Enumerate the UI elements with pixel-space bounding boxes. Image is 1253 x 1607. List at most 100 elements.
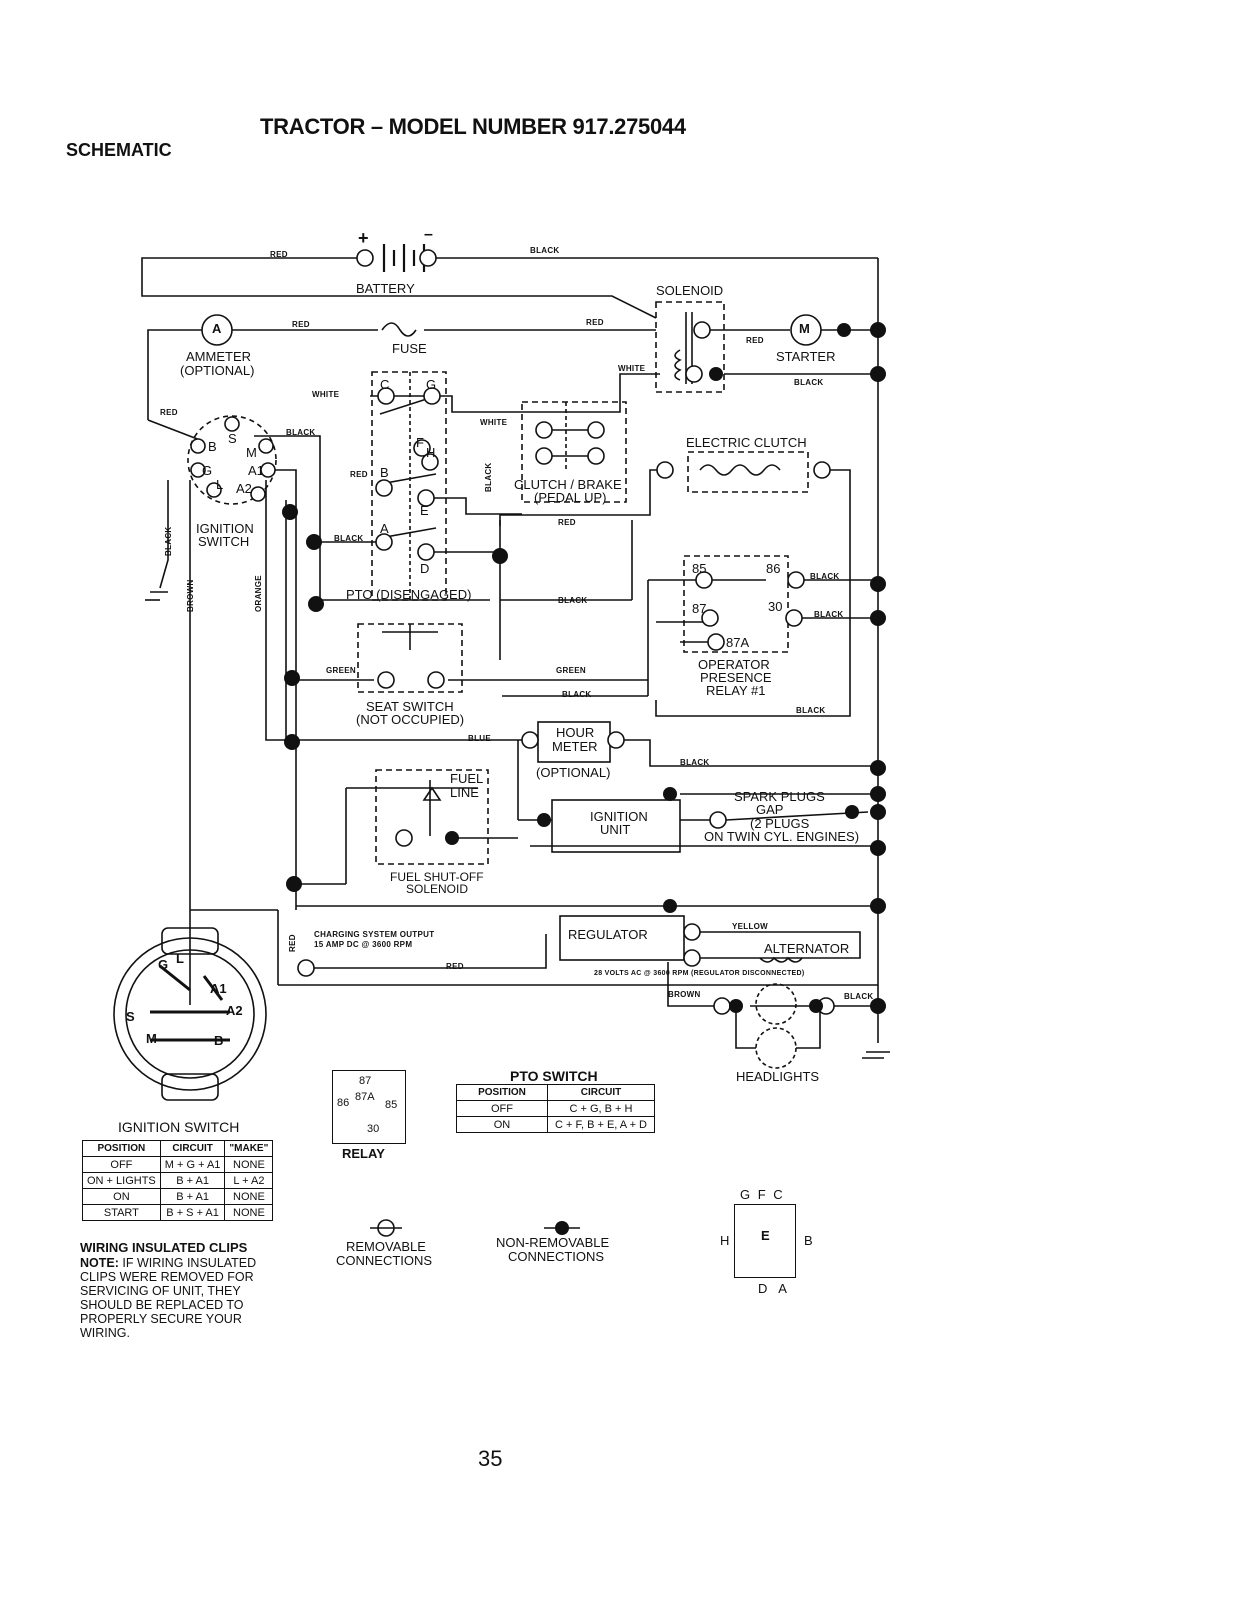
legend-removable-2: CONNECTIONS (336, 1253, 433, 1268)
ignition-switch-label-2: SWITCH (198, 534, 250, 549)
ign-diagram-s: S (126, 1009, 135, 1024)
electric-clutch-label: ELECTRIC CLUTCH (686, 435, 807, 450)
table-cell: M + G + A1 (159, 1156, 226, 1173)
table-header: CIRCUIT (547, 1084, 655, 1101)
wire-label-brown: BROWN (668, 990, 701, 999)
pto-terminal-b: B (380, 465, 389, 480)
table-cell: C + F, B + E, A + D (547, 1116, 655, 1133)
wire-label-black: BLACK (562, 690, 592, 699)
relay-pin-86: 86 (337, 1097, 350, 1109)
table-row: START B + S + A1 NONE (82, 1204, 274, 1221)
pto-terminal-f: F (416, 435, 424, 450)
ign-diagram-a1: A1 (210, 981, 227, 996)
pto-terminal-d: D (420, 561, 430, 576)
clutch-brake-note: (PEDAL UP) (534, 490, 607, 505)
ignition-unit-label: IGNITION (590, 809, 648, 824)
pto-terminal-c: C (380, 377, 390, 392)
notes-line: PROPERLY SECURE YOUR (80, 1312, 242, 1326)
wire-label-black: BLACK (796, 706, 826, 715)
pto-pinout-center: E (761, 1228, 770, 1243)
table-header: CIRCUIT (159, 1140, 226, 1157)
charging-note: CHARGING SYSTEM OUTPUT (314, 930, 435, 939)
pto-pinout-left: H (720, 1233, 730, 1248)
hour-meter-note: (OPTIONAL) (536, 765, 611, 780)
relay-terminal-30: 30 (768, 599, 783, 614)
wire-label-white: WHITE (480, 418, 508, 427)
ign-terminal-s: S (228, 431, 237, 446)
section-title: SCHEMATIC (66, 140, 172, 160)
table-header: POSITION (82, 1140, 161, 1157)
ign-terminal-g: G (202, 463, 213, 478)
pto-pinout-top: G F C (740, 1187, 785, 1202)
ign-diagram-m: M (146, 1031, 157, 1046)
ign-terminal-b: B (208, 439, 217, 454)
wire-label-red: RED (586, 318, 604, 327)
table-row: OFF C + G, B + H (456, 1100, 655, 1117)
fuel-line-label: FUEL (450, 771, 484, 786)
notes-line: SHOULD BE REPLACED TO (80, 1298, 244, 1312)
starter-label: STARTER (776, 349, 836, 364)
ignition-switch-label: IGNITION (196, 521, 254, 536)
ammeter-note: (OPTIONAL) (180, 363, 255, 378)
wire-label-yellow: YELLOW (732, 922, 769, 931)
clutch-brake-label: CLUTCH / BRAKE (514, 477, 622, 492)
fuel-solenoid-label: FUEL SHUT-OFF (390, 870, 484, 884)
hour-meter-label: HOUR (556, 725, 595, 740)
notes-label: NOTE: (80, 1256, 119, 1270)
wire-label-orange-vertical: ORANGE (254, 575, 263, 612)
wire-label-black: BLACK (814, 610, 844, 619)
solenoid-label: SOLENOID (656, 283, 724, 298)
relay-label: OPERATOR (698, 657, 770, 672)
table-cell: ON + LIGHTS (82, 1172, 161, 1189)
page-title: TRACTOR – MODEL NUMBER 917.275044 (260, 114, 686, 139)
notes-line: IF WIRING INSULATED (122, 1256, 257, 1270)
wire-label-red: RED (446, 962, 464, 971)
wire-label-white: WHITE (312, 390, 340, 399)
ign-terminal-m: M (246, 445, 257, 460)
battery-label: BATTERY (356, 281, 415, 296)
spark-plugs-label: SPARK PLUGS (734, 789, 825, 804)
ign-terminal-a1: A1 (248, 463, 264, 478)
relay-terminal-87a: 87A (726, 635, 750, 650)
starter-symbol: M (799, 321, 810, 336)
relay-pin-87a: 87A (355, 1091, 375, 1103)
wire-label-red: RED (160, 408, 178, 417)
relay-label-2: PRESENCE (700, 670, 772, 685)
table-cell: B + S + A1 (159, 1204, 226, 1221)
legend-removable: REMOVABLE (346, 1239, 426, 1254)
pto-terminal-e: E (420, 503, 429, 518)
fuel-line-label-2: LINE (450, 785, 479, 800)
pto-table-caption: PTO SWITCH (510, 1068, 598, 1084)
relay-pin-87: 87 (359, 1075, 372, 1087)
wire-label-red-vertical: RED (288, 934, 297, 952)
ammeter-label: AMMETER (186, 349, 251, 364)
ammeter-symbol: A (212, 321, 222, 336)
table-cell: START (82, 1204, 161, 1221)
relay-label-3: RELAY #1 (706, 683, 766, 698)
wire-label-red: RED (270, 250, 288, 259)
wire-label-black: BLACK (844, 992, 874, 1001)
wire-label-black: BLACK (286, 428, 316, 437)
ign-diagram-b: B (214, 1033, 224, 1048)
battery-negative-label: – (424, 226, 433, 243)
wire-label-black: BLACK (558, 596, 588, 605)
wire-label-black-vertical: BLACK (164, 526, 173, 557)
legend-nonremovable-2: CONNECTIONS (508, 1249, 605, 1264)
fuel-solenoid-label-2: SOLENOID (406, 882, 469, 896)
wire-label-red: RED (350, 470, 368, 479)
table-cell: ON (456, 1116, 548, 1133)
table-header: POSITION (456, 1084, 548, 1101)
wire-label-black: BLACK (680, 758, 710, 767)
pto-pinout-box: E (734, 1204, 796, 1278)
wire-label-black-vertical: BLACK (484, 462, 493, 493)
table-row: ON B + A1 NONE (82, 1188, 274, 1205)
ign-diagram-a2: A2 (226, 1003, 243, 1018)
wire-label-brown-vertical: BROWN (186, 579, 195, 612)
ignition-unit-label-2: UNIT (600, 822, 631, 837)
table-cell: NONE (224, 1156, 274, 1173)
relay-legend-box: 87 86 87A 85 30 (332, 1070, 406, 1144)
table-cell: OFF (82, 1156, 161, 1173)
wire-label-black: BLACK (810, 572, 840, 581)
hour-meter-label-2: METER (552, 739, 598, 754)
